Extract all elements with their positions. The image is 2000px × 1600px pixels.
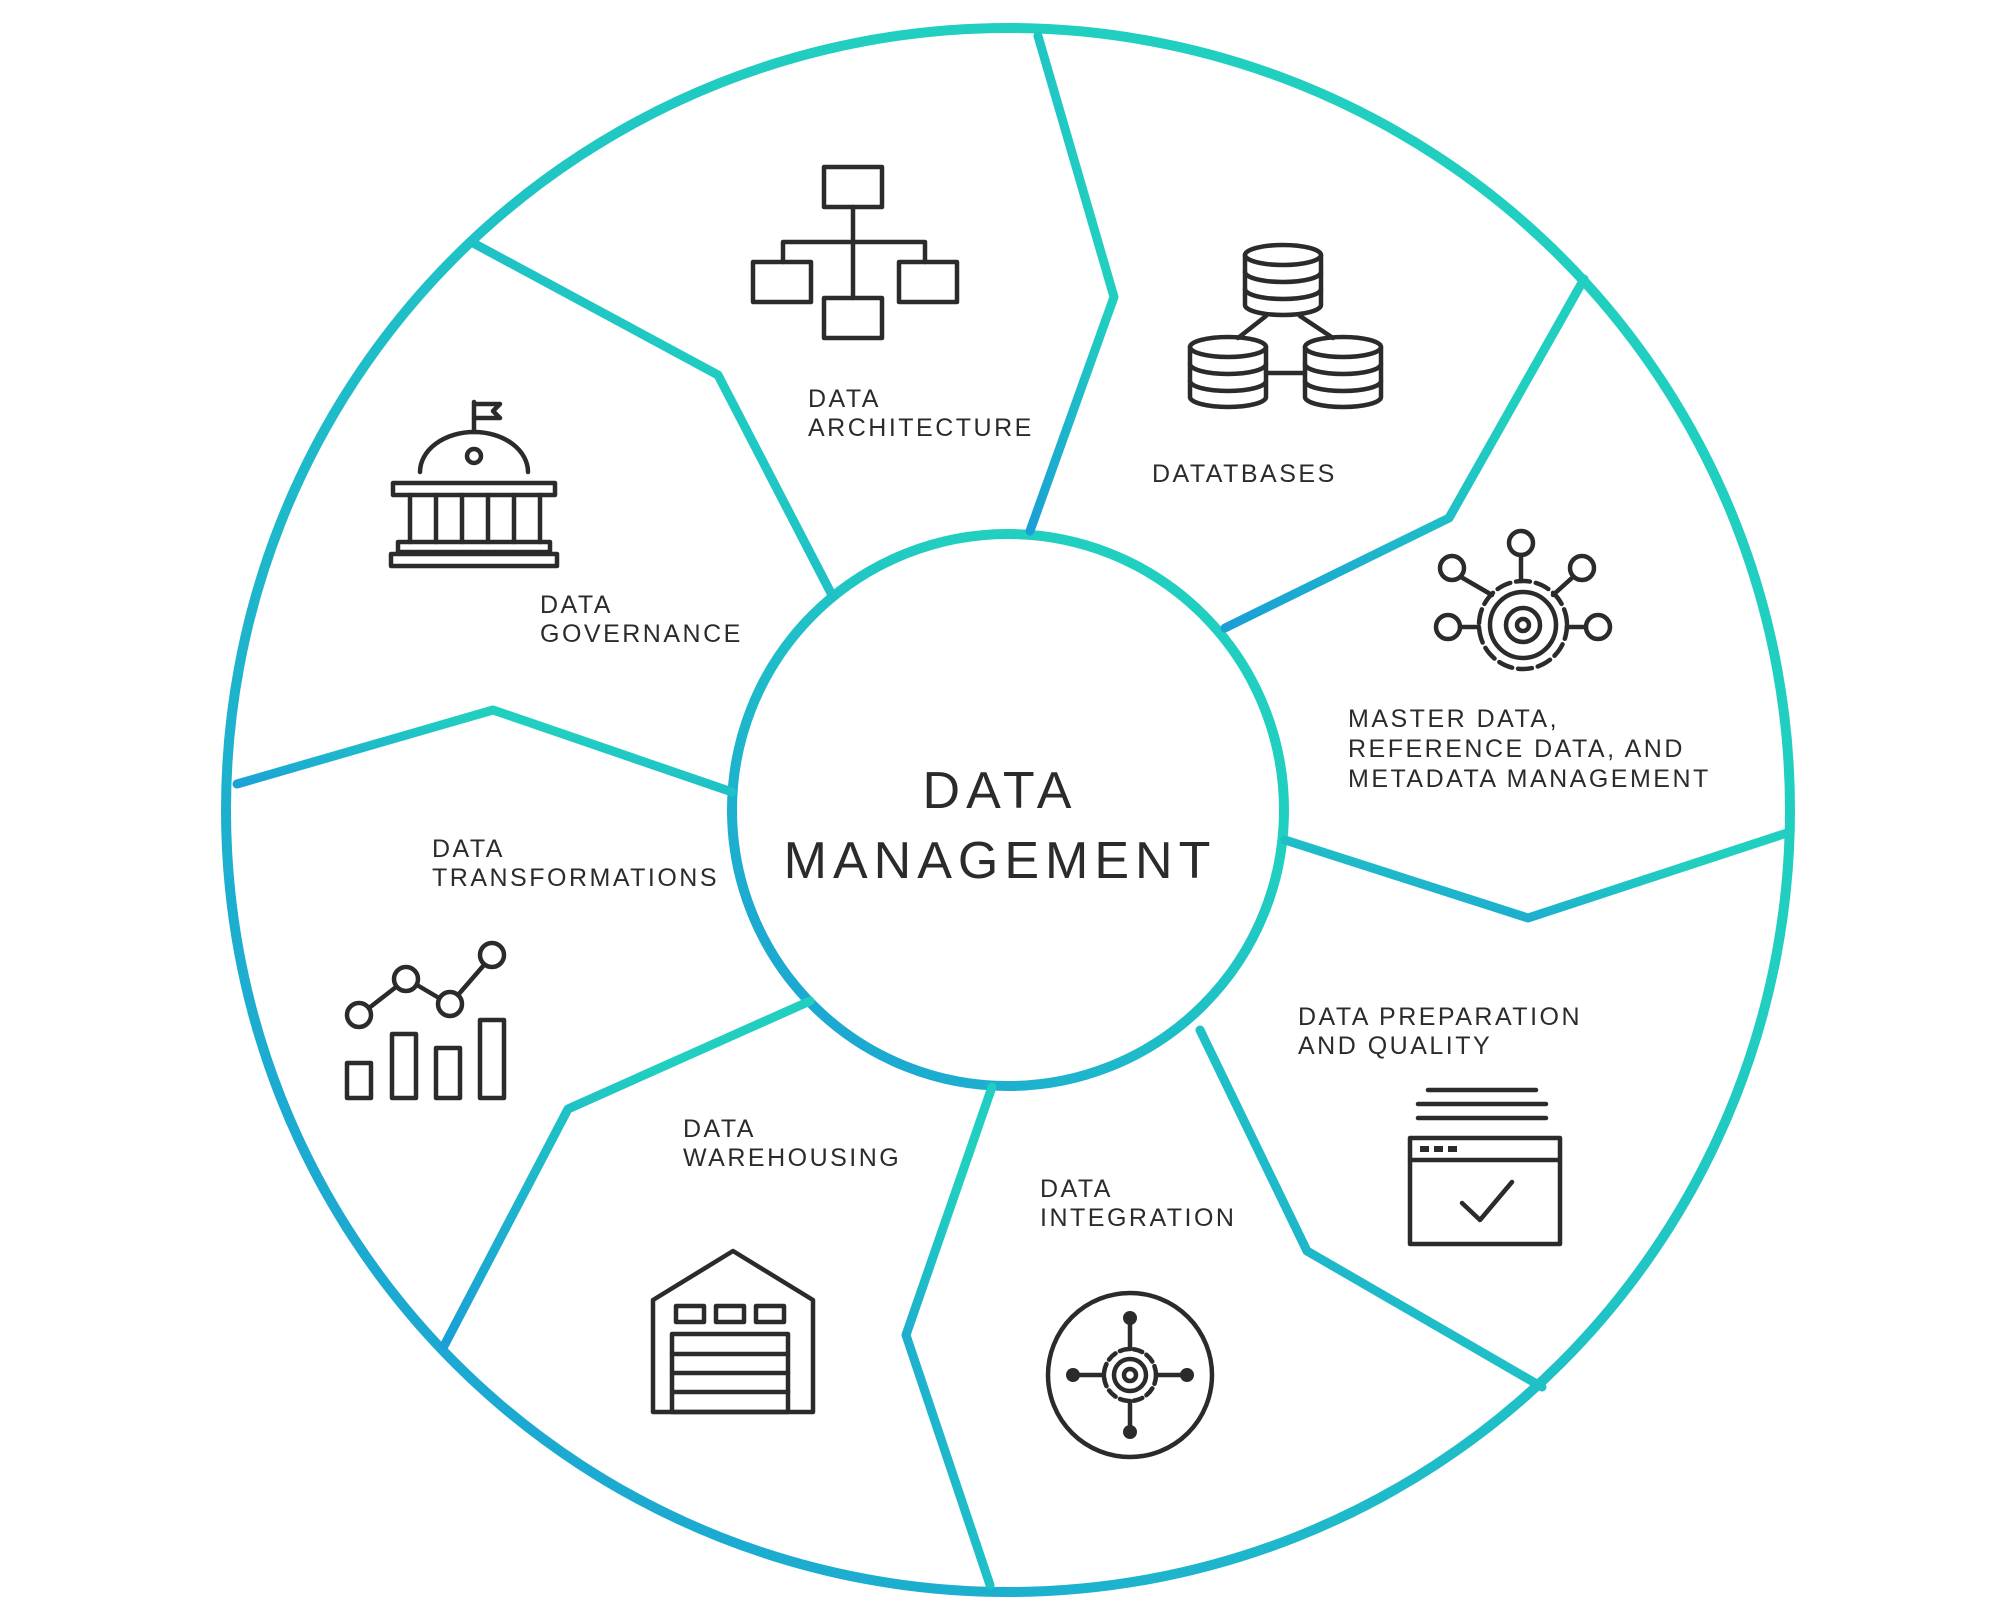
- label-master-data-line1: MASTER DATA,: [1348, 705, 1559, 733]
- segment-data-integration: DATA INTEGRATION: [1040, 1175, 1236, 1460]
- label-master-data-line3: METADATA MANAGEMENT: [1348, 765, 1711, 793]
- checked-document-icon: [1407, 1087, 1563, 1247]
- label-data-warehousing-line2: WAREHOUSING: [683, 1144, 901, 1172]
- divider-master-preparation: [1280, 827, 1795, 923]
- label-master-data-line2: REFERENCE DATA, AND: [1348, 735, 1685, 763]
- segment-data-warehousing: DATA WAREHOUSING: [650, 1115, 901, 1415]
- segment-data-transformations: DATA TRANSFORMATIONS: [344, 835, 719, 1101]
- center-title-line2: MANAGEMENT: [784, 832, 1217, 890]
- label-data-architecture-line2: ARCHITECTURE: [808, 414, 1034, 442]
- segment-data-architecture: DATA ARCHITECTURE: [750, 164, 1034, 442]
- segment-data-preparation: DATA PREPARATION AND QUALITY: [1298, 1003, 1582, 1247]
- divider-databases-master: [1220, 274, 1589, 633]
- inner-ring: [727, 529, 1289, 1091]
- label-data-integration-line1: DATA: [1040, 1175, 1113, 1203]
- segment-databases: DATATBASES: [1152, 242, 1384, 488]
- database-cylinder-top: [1242, 242, 1324, 318]
- segment-master-data: MASTER DATA, REFERENCE DATA, AND METADAT…: [1348, 528, 1711, 793]
- label-databases: DATATBASES: [1152, 460, 1337, 488]
- label-data-transformations-line2: TRANSFORMATIONS: [432, 864, 719, 892]
- label-data-preparation-line2: AND QUALITY: [1298, 1032, 1492, 1060]
- divider-transformations-governance: [232, 705, 737, 797]
- database-cylinder-right: [1302, 334, 1384, 410]
- label-data-architecture-line1: DATA: [808, 385, 881, 413]
- label-data-warehousing-line1: DATA: [683, 1115, 756, 1143]
- warehouse-icon: [650, 1248, 816, 1415]
- divider-integration-warehousing: [901, 1082, 997, 1590]
- label-data-transformations-line1: DATA: [432, 835, 505, 863]
- divider-governance-architecture: [470, 239, 838, 602]
- government-building-icon: [388, 399, 560, 569]
- outer-ring: [221, 23, 1795, 1597]
- database-cylinder-left: [1187, 334, 1269, 410]
- hierarchy-icon: [750, 164, 960, 341]
- center-title-line1: DATA: [923, 762, 1078, 820]
- gear-network-icon: [1433, 528, 1613, 672]
- integration-gear-icon: [1045, 1290, 1215, 1460]
- label-data-governance-line2: GOVERNANCE: [540, 620, 743, 648]
- label-data-integration-line2: INTEGRATION: [1040, 1204, 1236, 1232]
- databases-icon: [1187, 242, 1384, 410]
- divider-warehousing-transformations: [439, 996, 815, 1351]
- segment-data-governance: DATA GOVERNANCE: [388, 399, 743, 648]
- bar-line-chart-icon: [344, 940, 507, 1101]
- divider-preparation-integration: [1195, 1025, 1547, 1392]
- label-data-governance-line1: DATA: [540, 591, 613, 619]
- divider-architecture-databases: [1025, 31, 1119, 536]
- label-data-preparation-line1: DATA PREPARATION: [1298, 1003, 1582, 1031]
